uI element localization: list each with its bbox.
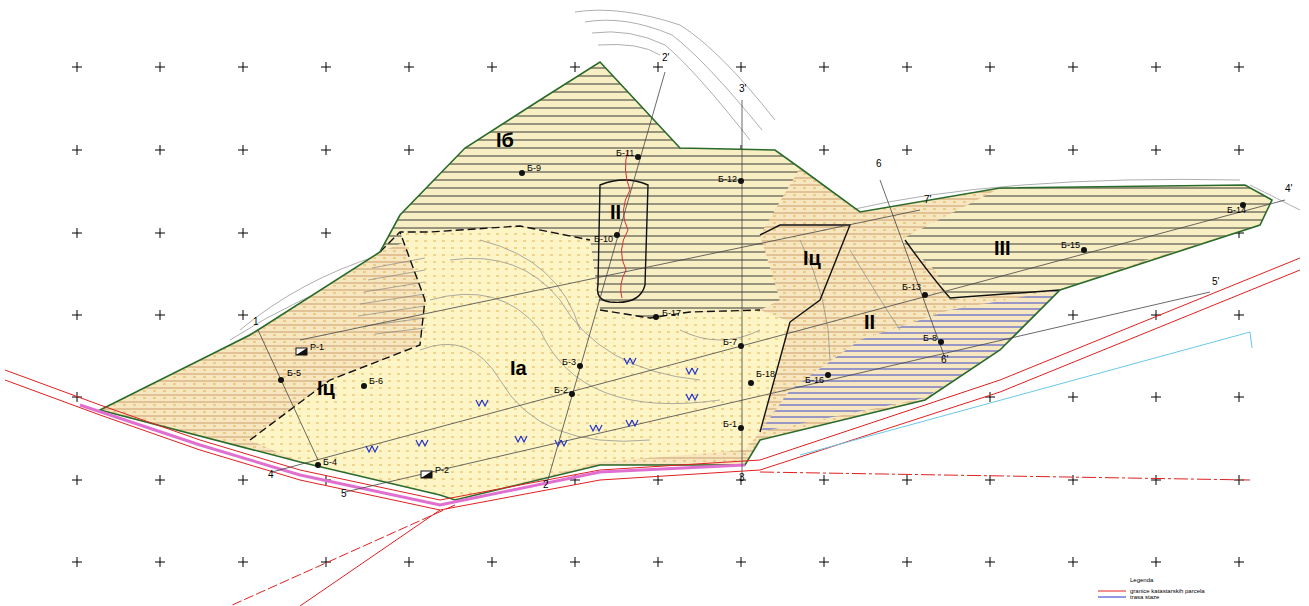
pit-symbols [296,348,432,478]
zone-region: III [994,238,1011,259]
borehole-label: Б-8 [923,334,937,343]
borehole-label: Б-4 [323,458,337,467]
zone-label: Iа [510,357,527,379]
profile-label: 7' [924,195,931,205]
zone-label: Iб [496,129,514,151]
borehole-label: Б-2 [554,386,568,395]
borehole-label: Б-10 [594,235,613,244]
profile-label: 2' [662,53,669,63]
borehole-label: Б-7 [723,338,737,347]
legend-title: Legenda [1130,577,1153,583]
legend-text: granice katastarskih parcela [1130,588,1205,594]
borehole-label: Б-3 [562,358,576,367]
borehole-label: Б-18 [756,370,775,379]
zone-region: Iб [496,130,514,151]
borehole-label: Б-16 [805,376,824,385]
profile-label: 2 [543,480,549,490]
borehole-label: Б-5 [287,369,301,378]
zone-region: Iа [510,358,527,379]
borehole-label: Б-11 [616,149,634,158]
profile-label: 5' [1212,277,1219,287]
zone-region: Iц [317,378,335,399]
slope-lines [358,258,425,334]
borehole-label: Б-17 [662,309,681,318]
zone-label: Iц [803,247,821,269]
profile-label: 3' [739,84,746,94]
profile-label: 3 [739,473,745,483]
borehole-dots [278,154,1246,468]
borehole-label: Б-9 [527,164,541,173]
zone-label: II [610,201,621,223]
zone-label: III [994,237,1011,259]
zone-region: II [864,312,875,333]
profile-label: 1 [253,317,259,327]
zone-label: Iц [317,377,335,399]
profile-label: 4 [268,470,274,480]
profile-label: 5 [341,489,347,499]
borehole-label: Б-12 [718,175,737,184]
zone-region: Iц [803,248,821,269]
borehole-label: Б-14 [1227,206,1246,215]
profile-label: 6' [941,355,948,365]
borehole-label: Б-15 [1061,241,1080,250]
profile-label: 4' [1285,184,1292,194]
legend-text: trasa staze [1130,594,1159,600]
zone-label: II [864,311,875,333]
pit-label: Р-1 [310,343,324,352]
pit-label: Р-2 [435,466,449,475]
zone-region: II [610,202,621,223]
borehole-label: Б-1 [723,420,737,429]
profile-label: 6 [876,159,882,169]
borehole-label: Б-13 [902,283,921,292]
grid-crosses [72,62,1244,567]
borehole-label: Б-6 [369,377,383,386]
